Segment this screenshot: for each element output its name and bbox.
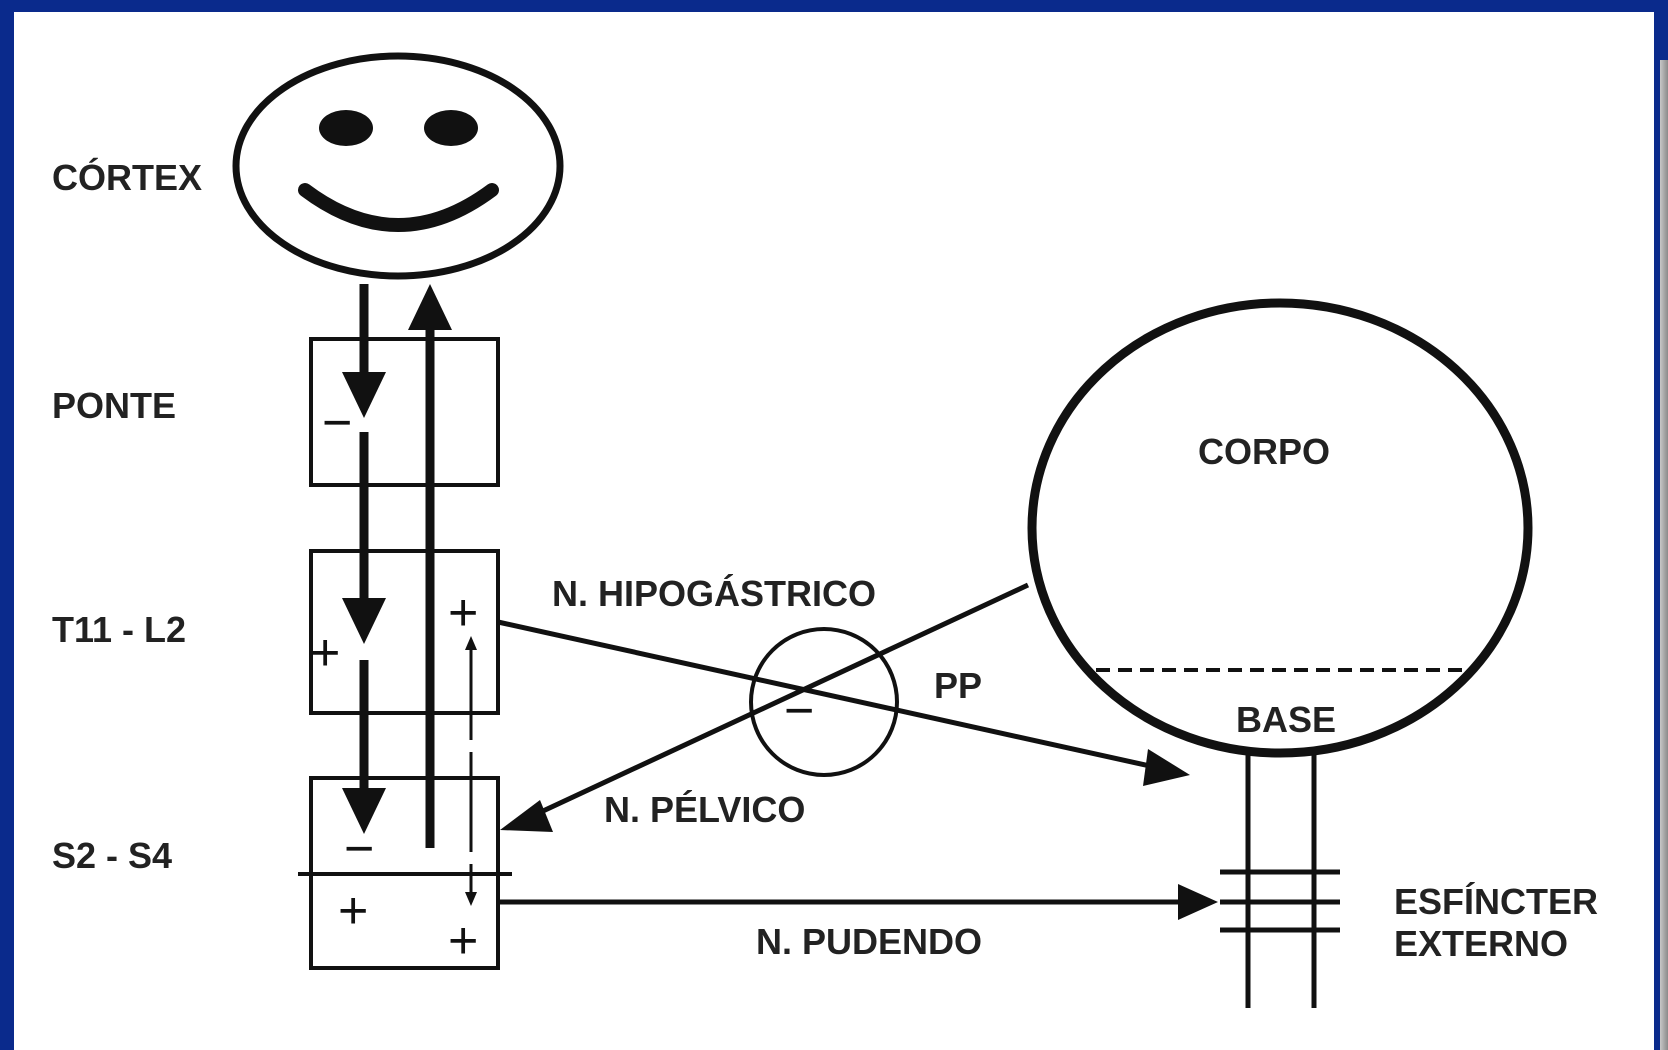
s2-minus-sign: −	[344, 820, 374, 878]
label-externo: EXTERNO	[1394, 923, 1568, 964]
bladder-outline	[1027, 298, 1533, 758]
thin-arrow-up	[465, 636, 477, 650]
s2-plus-left-sign: +	[338, 882, 368, 940]
t11-plus-left-sign: +	[310, 624, 340, 682]
pelvico-arrowhead	[500, 800, 553, 832]
label-n-pudendo: N. PUDENDO	[756, 921, 982, 962]
hipogastrico-nerve-line	[497, 619, 1169, 773]
t11-l2-box	[309, 549, 500, 715]
label-cortex: CÓRTEX	[52, 156, 202, 198]
descending-arrowhead-3	[342, 788, 386, 834]
label-n-pelvico: N. PÉLVICO	[604, 789, 805, 830]
thin-arrow-down	[465, 892, 477, 906]
pp-minus-sign: −	[784, 682, 814, 740]
label-base: BASE	[1236, 699, 1336, 740]
label-corpo: CORPO	[1198, 431, 1330, 472]
label-esfincter: ESFÍNCTER	[1394, 881, 1598, 922]
descending-arrowhead-1	[342, 372, 386, 418]
inhibition-circle	[749, 627, 899, 777]
hipogastrico-arrowhead	[1143, 749, 1190, 786]
cortex-face-icon	[232, 52, 564, 280]
label-pp: PP	[934, 665, 982, 706]
scrollbar-edge	[1660, 60, 1668, 1050]
pelvico-nerve-line	[526, 582, 1030, 821]
descending-arrowhead-2	[342, 598, 386, 644]
t11-plus-right-sign: +	[448, 584, 478, 642]
pudendo-arrowhead	[1178, 884, 1218, 920]
ponte-box	[309, 337, 500, 487]
label-n-hipogastrico: N. HIPOGÁSTRICO	[552, 573, 876, 614]
right-eye	[424, 110, 478, 146]
ponte-minus-sign: −	[322, 394, 352, 452]
left-eye	[319, 110, 373, 146]
smile	[298, 183, 499, 232]
ascending-arrowhead	[408, 284, 452, 330]
label-s2-s4: S2 - S4	[52, 835, 172, 876]
s2-plus-right-sign: +	[448, 912, 478, 970]
diagram-panel	[14, 12, 1654, 1050]
label-ponte: PONTE	[52, 385, 176, 426]
label-t11-l2: T11 - L2	[52, 609, 186, 650]
